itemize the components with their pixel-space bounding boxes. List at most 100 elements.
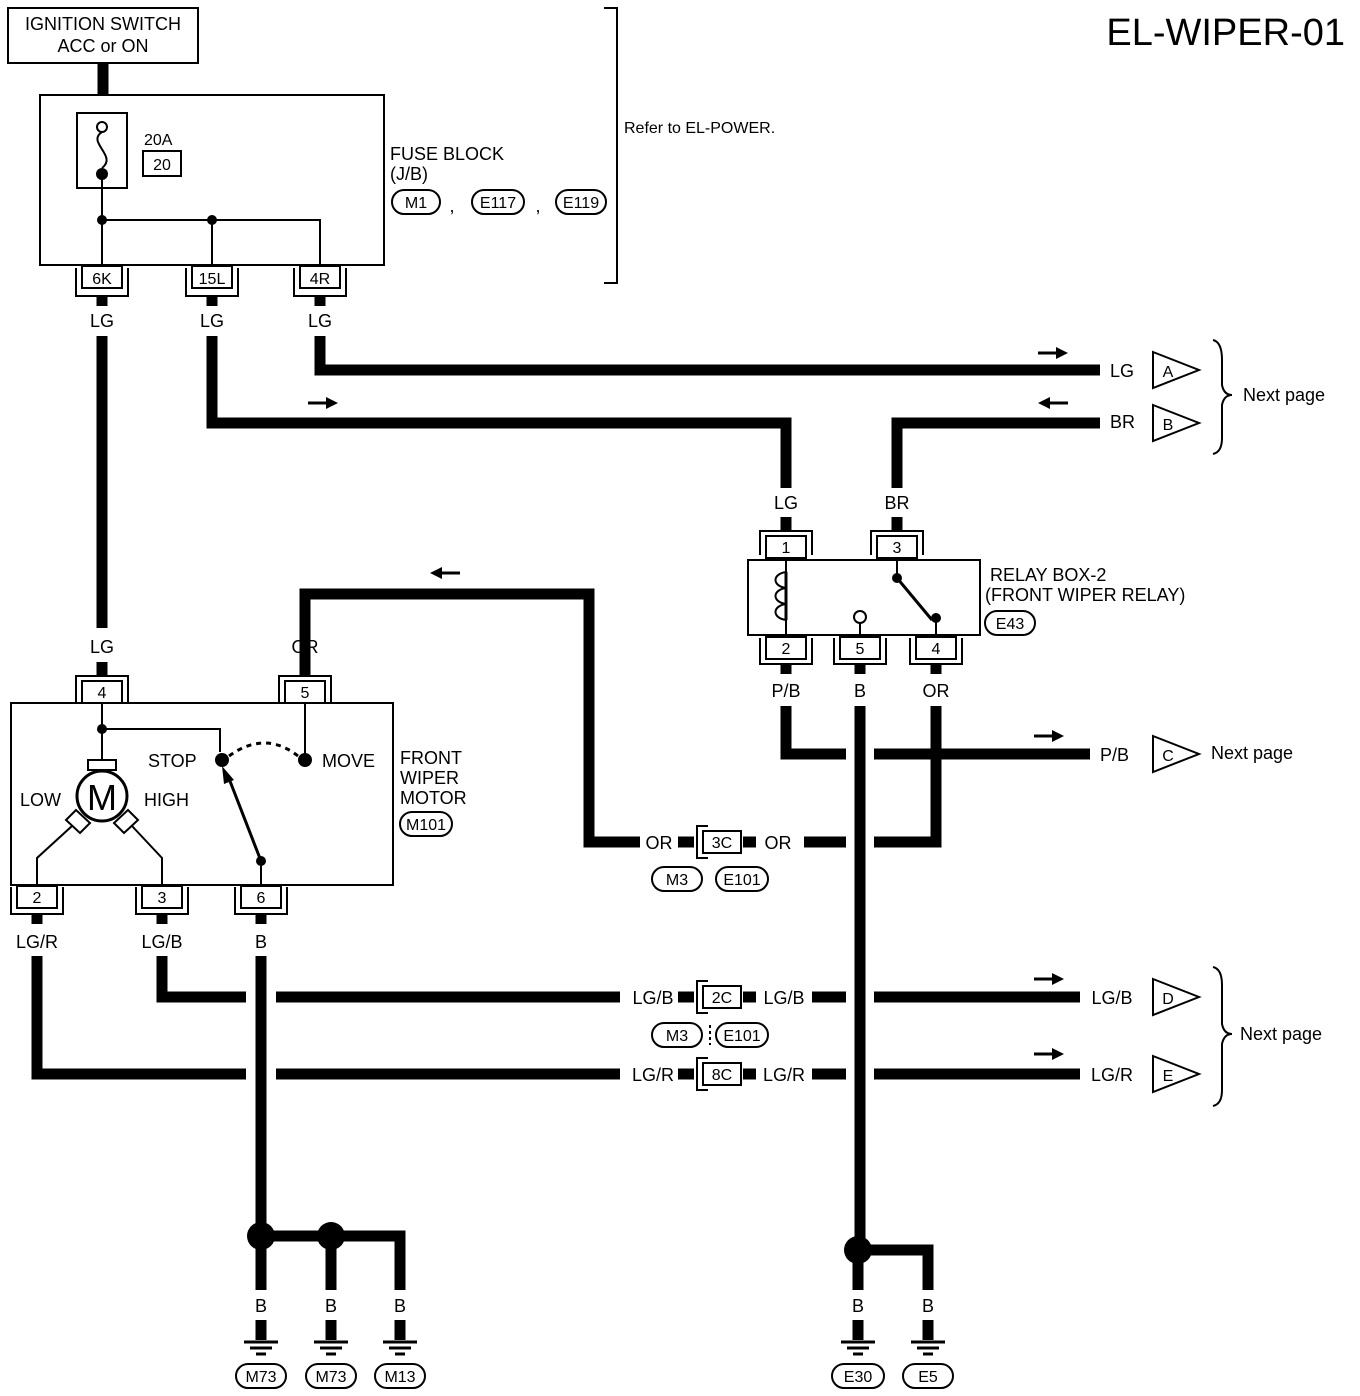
motor-name-1: FRONT — [400, 748, 462, 768]
ignition-switch: IGNITION SWITCH ACC or ON — [7, 7, 199, 64]
svg-text:BR: BR — [884, 493, 909, 513]
svg-text:M13: M13 — [384, 1369, 415, 1386]
svg-text:E5: E5 — [918, 1369, 938, 1386]
next-page-c: Next page — [1211, 743, 1293, 763]
svg-text:E: E — [1163, 1068, 1174, 1085]
wire-br — [891, 417, 1100, 488]
diagram-title: EL-WIPER-01 — [1106, 12, 1345, 54]
svg-text:6K: 6K — [92, 271, 112, 288]
wire-motor-or — [299, 588, 640, 848]
fuse-block-jb: (J/B) — [390, 164, 428, 184]
svg-text:3: 3 — [158, 890, 167, 907]
fuse-number: 20 — [153, 157, 171, 174]
svg-text:B: B — [854, 681, 866, 701]
relay-terminal-1: 1 — [759, 530, 813, 559]
refer-note: Refer to EL-POWER. — [624, 120, 775, 137]
svg-text:LG/B: LG/B — [763, 988, 804, 1008]
wire-lgb — [156, 956, 246, 1003]
ground-m73-2: M73 — [305, 1363, 357, 1389]
svg-text:5: 5 — [301, 685, 310, 702]
svg-text:A: A — [1163, 364, 1174, 381]
offpage-a: A — [1152, 350, 1202, 390]
refer-bracket — [604, 7, 618, 284]
svg-text:B: B — [1163, 417, 1174, 434]
fuse-terminal-4r: 4R — [293, 265, 347, 297]
next-page-de: Next page — [1240, 1024, 1322, 1044]
ground-e30: E30 — [831, 1363, 885, 1389]
svg-text:4R: 4R — [310, 271, 330, 288]
motor-terminal-2: 2 — [10, 885, 64, 915]
motor-terminal-3: 3 — [135, 885, 189, 915]
relay-box: RELAY BOX-2 (FRONT WIPER RELAY) E43 — [747, 558, 1185, 638]
wire-pb — [780, 706, 846, 760]
fuse-rating: 20A — [144, 132, 173, 149]
ignition-line1: IGNITION SWITCH — [25, 14, 181, 34]
svg-text:4: 4 — [98, 685, 107, 702]
svg-text:OR: OR — [292, 637, 319, 657]
offpage-b: B — [1152, 403, 1202, 443]
svg-text:LG: LG — [200, 311, 224, 331]
svg-text:,: , — [449, 196, 454, 216]
svg-text:M73: M73 — [315, 1369, 346, 1386]
motor-terminal-4: 4 — [75, 675, 129, 704]
motor-symbol: M — [87, 777, 117, 818]
svg-text:LG/B: LG/B — [141, 932, 182, 952]
svg-text:P/B: P/B — [1100, 745, 1129, 765]
svg-text:P/B: P/B — [771, 681, 800, 701]
joint-label-m3-e101: M3 E101 — [651, 1022, 769, 1048]
svg-text:C: C — [1162, 748, 1174, 765]
motor-move: MOVE — [322, 751, 375, 771]
fuse-connector-m1: M1 — [405, 195, 427, 212]
wire-lgr — [31, 956, 246, 1080]
motor-stop: STOP — [148, 751, 197, 771]
motor-low: LOW — [20, 790, 61, 810]
relay-connector: E43 — [996, 616, 1025, 633]
next-page-ab: Next page — [1243, 385, 1325, 405]
ground-e5: E5 — [902, 1363, 954, 1389]
ignition-line2: ACC or ON — [57, 36, 148, 56]
svg-text:,: , — [535, 196, 540, 216]
svg-text:4: 4 — [932, 641, 941, 658]
svg-text:M3: M3 — [666, 1028, 688, 1045]
relay-terminal-3: 3 — [870, 530, 924, 559]
wire-relay-or — [874, 706, 942, 848]
svg-text:B: B — [852, 1296, 864, 1316]
svg-text:OR: OR — [923, 681, 950, 701]
wire-4r-lg — [314, 336, 1100, 376]
svg-text:3C: 3C — [712, 835, 732, 852]
svg-text:LG/R: LG/R — [1091, 1065, 1133, 1085]
svg-text:8C: 8C — [712, 1067, 732, 1084]
svg-text:B: B — [325, 1296, 337, 1316]
svg-text:LG: LG — [1110, 361, 1134, 381]
fuse-block-name: FUSE BLOCK — [390, 144, 504, 164]
offpage-c: C — [1152, 734, 1202, 774]
svg-text:B: B — [394, 1296, 406, 1316]
motor-name-3: MOTOR — [400, 788, 467, 808]
front-wiper-motor: M LOW HIGH STOP MOVE FRONT WIPER MOTOR M… — [10, 702, 467, 887]
svg-text:LG: LG — [774, 493, 798, 513]
svg-text:5: 5 — [856, 641, 865, 658]
svg-text:OR: OR — [765, 833, 792, 853]
svg-text:2: 2 — [33, 890, 42, 907]
motor-terminal-6: 6 — [234, 885, 288, 915]
svg-text:E101: E101 — [723, 872, 760, 889]
svg-text:BR: BR — [1110, 412, 1135, 432]
motor-connector: M101 — [406, 817, 446, 834]
svg-text:2: 2 — [782, 641, 791, 658]
fuse-terminal-6k: 6K — [75, 265, 129, 297]
svg-text:3: 3 — [893, 540, 902, 557]
offpage-e: E — [1152, 1054, 1202, 1094]
svg-text:6: 6 — [257, 890, 266, 907]
svg-text:15L: 15L — [199, 271, 226, 288]
fuse-block: 20A 20 FUSE BLOCK (J/B) M1 , E117 , E119 — [39, 94, 607, 268]
svg-text:LG: LG — [90, 637, 114, 657]
relay-terminal-5: 5 — [833, 636, 887, 665]
motor-terminal-5: 5 — [278, 675, 332, 704]
fuse-connector-e117: E117 — [480, 195, 516, 212]
svg-text:E101: E101 — [723, 1028, 760, 1045]
svg-text:E30: E30 — [844, 1369, 873, 1386]
motor-name-2: WIPER — [400, 768, 459, 788]
svg-text:B: B — [255, 1296, 267, 1316]
wire-15l-lg — [206, 336, 792, 488]
